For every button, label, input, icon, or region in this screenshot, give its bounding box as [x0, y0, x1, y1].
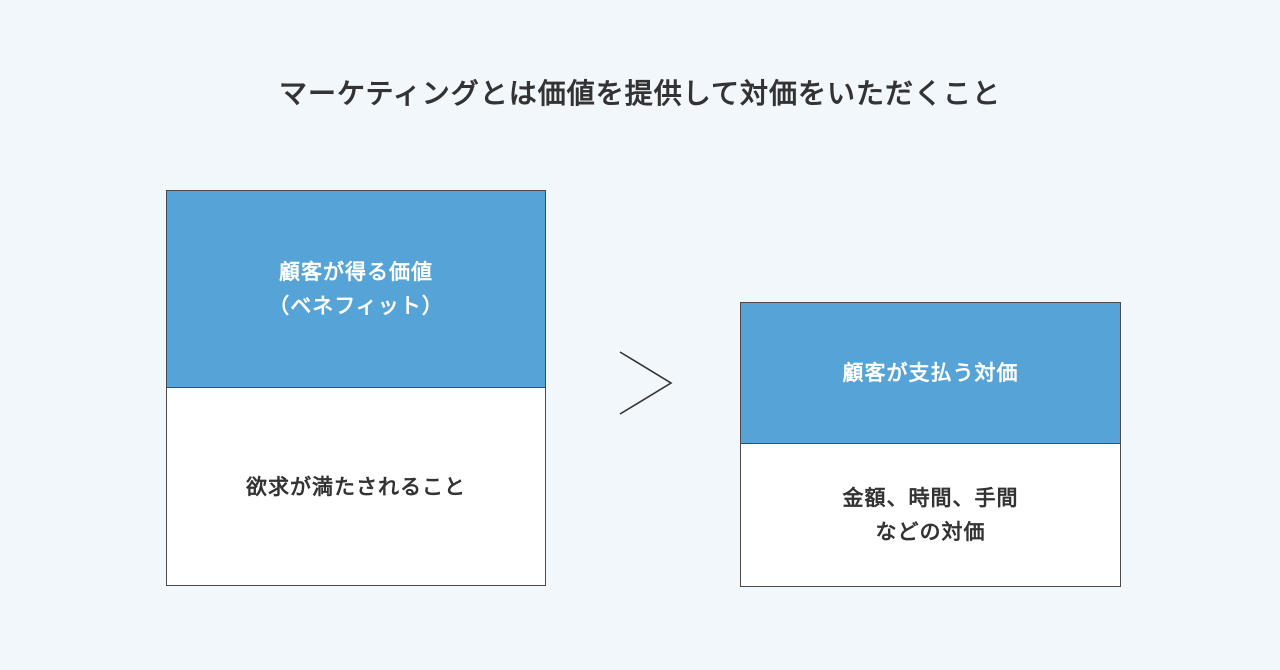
price-body-line-1: 金額、時間、手間: [842, 486, 1019, 510]
price-box: 顧客が支払う対価 金額、時間、手間 などの対価: [740, 302, 1121, 587]
price-header-line-1: 顧客が支払う対価: [842, 361, 1019, 385]
price-body-line-2: などの対価: [875, 520, 986, 544]
benefit-box: 顧客が得る価値 （ベネフィット） 欲求が満たされること: [166, 190, 546, 586]
benefit-box-header: 顧客が得る価値 （ベネフィット）: [167, 191, 545, 388]
benefit-header-line-2: （ベネフィット）: [268, 294, 444, 318]
greater-than-icon: [619, 351, 673, 415]
benefit-header-line-1: 顧客が得る価値: [279, 260, 433, 284]
benefit-box-body: 欲求が満たされること: [167, 388, 545, 585]
benefit-body-line-1: 欲求が満たされること: [246, 474, 466, 499]
price-box-body: 金額、時間、手間 などの対価: [741, 444, 1120, 586]
diagram-title: マーケティングとは価値を提供して対価をいただくこと: [279, 77, 1001, 110]
price-box-header: 顧客が支払う対価: [741, 303, 1120, 444]
